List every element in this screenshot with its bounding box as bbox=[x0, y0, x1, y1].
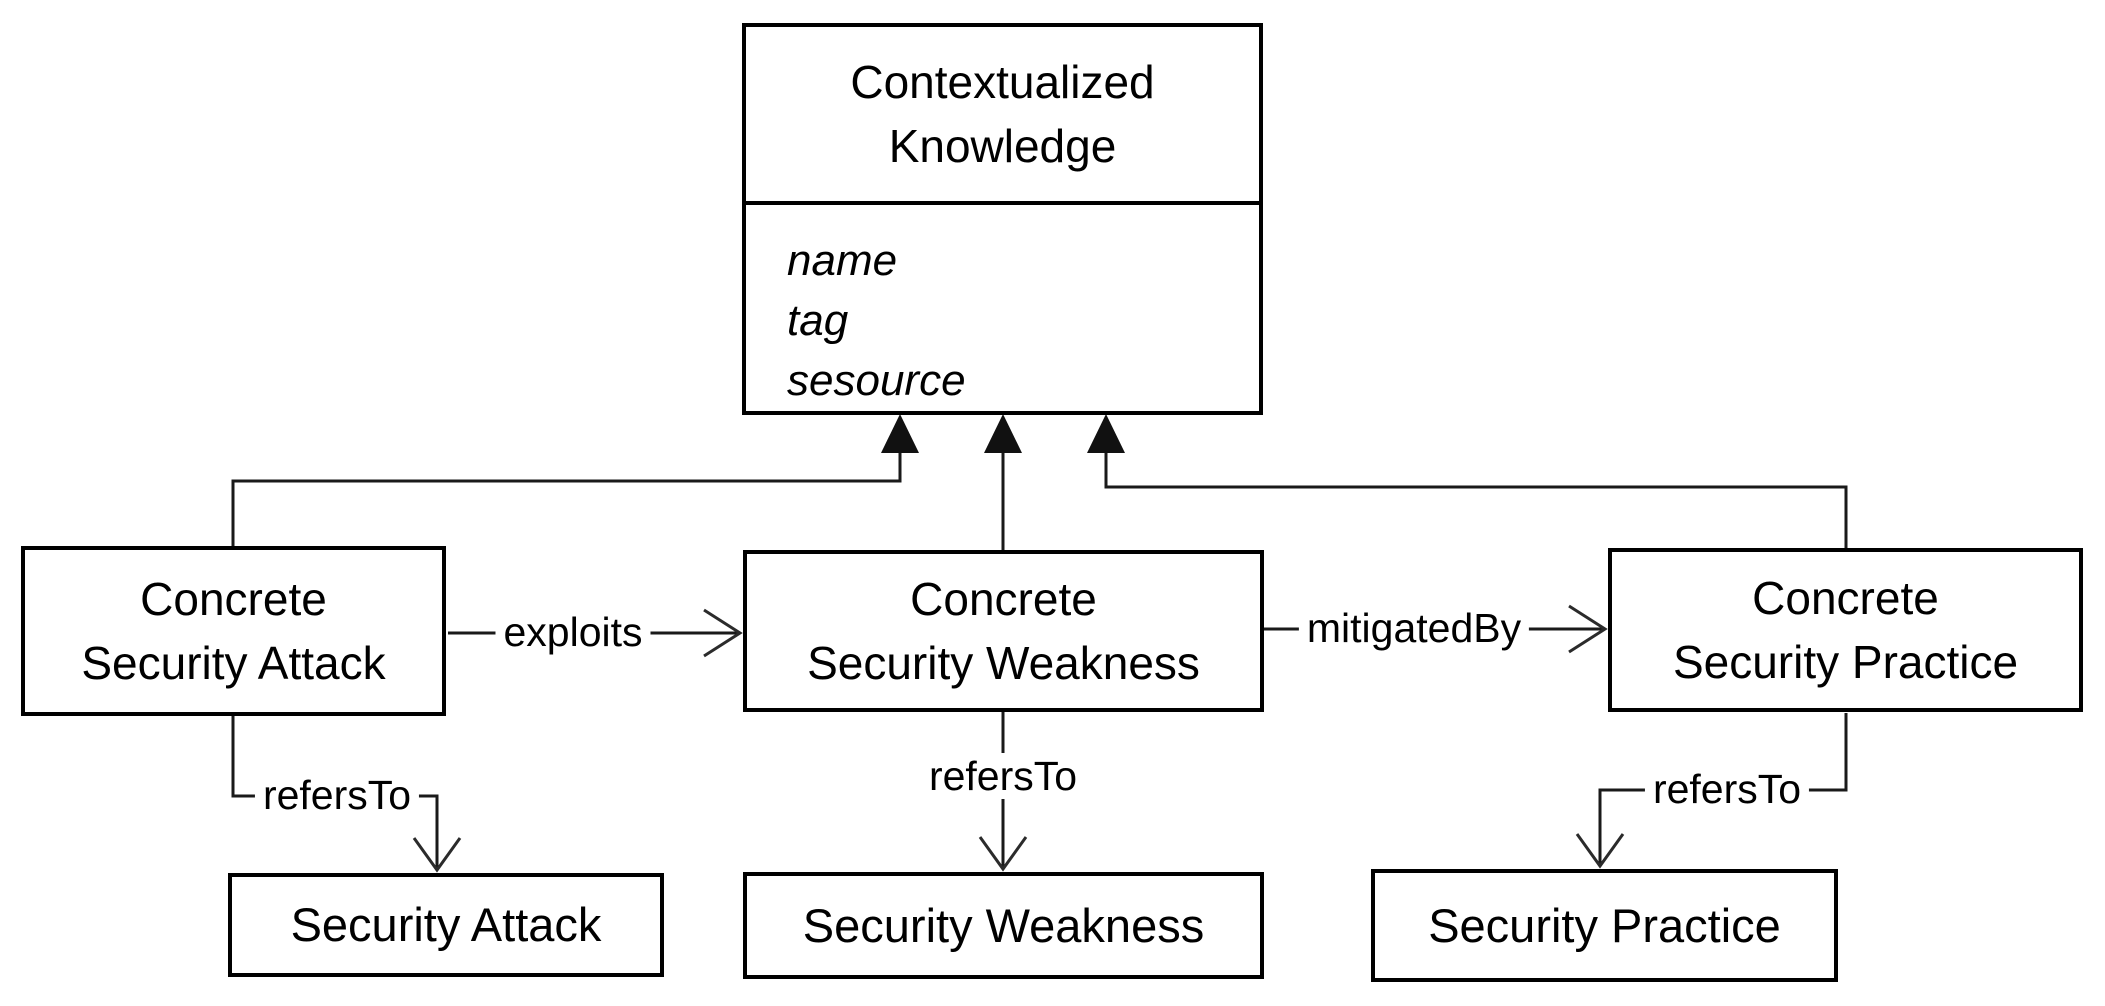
exploits-edge-label: exploits bbox=[495, 609, 651, 655]
class-title-line: Security Attack bbox=[81, 637, 386, 689]
class-title-line: Security Weakness bbox=[807, 637, 1200, 689]
class-title-line: Concrete bbox=[910, 573, 1097, 625]
exploits-arrowhead bbox=[703, 608, 743, 658]
class-concrete-security-practice: Concrete Security Practice bbox=[1608, 548, 2083, 712]
refersto-attack-edge-label: refersTo bbox=[254, 772, 420, 818]
attribute-tag: tag bbox=[787, 296, 849, 345]
class-title-line: Security Attack bbox=[290, 898, 602, 951]
class-title-line: Knowledge bbox=[888, 120, 1117, 172]
class-security-attack: Security Attack bbox=[228, 873, 664, 977]
class-title-compartment: Contextualized Knowledge bbox=[746, 27, 1259, 205]
mitigatedby-arrowhead bbox=[1568, 604, 1608, 654]
class-attributes-compartment: name tag sesource bbox=[746, 205, 1259, 411]
class-security-practice: Security Practice bbox=[1371, 869, 1838, 982]
refersto-practice-edge-label: refersTo bbox=[1644, 766, 1810, 812]
class-title-line: Security Weakness bbox=[802, 898, 1205, 952]
class-title-line: Concrete bbox=[1752, 572, 1939, 624]
class-concrete-security-attack: Concrete Security Attack bbox=[21, 546, 446, 716]
generalization-arrowhead-practice bbox=[1087, 414, 1125, 453]
class-title-line: Concrete bbox=[140, 573, 327, 625]
refersto-weakness-arrowhead bbox=[978, 836, 1028, 872]
class-title-line: Security Practice bbox=[1428, 898, 1781, 952]
class-contextualized-knowledge: Contextualized Knowledge name tag sesour… bbox=[742, 23, 1263, 415]
class-concrete-security-weakness: Concrete Security Weakness bbox=[743, 550, 1264, 712]
class-title-line: Contextualized bbox=[850, 56, 1155, 108]
generalization-arrowhead-attack bbox=[881, 414, 919, 453]
attribute-sesource: sesource bbox=[787, 356, 966, 405]
generalization-edge-attack bbox=[231, 453, 902, 546]
mitigatedby-edge-label: mitigatedBy bbox=[1298, 605, 1530, 651]
refersto-weakness-edge-label: refersTo bbox=[920, 753, 1086, 799]
class-security-weakness: Security Weakness bbox=[743, 872, 1264, 979]
attribute-name: name bbox=[787, 236, 898, 285]
generalization-edge-practice bbox=[1104, 453, 1848, 548]
refersto-attack-arrowhead bbox=[412, 837, 462, 873]
refersto-practice-arrowhead bbox=[1575, 833, 1625, 869]
generalization-arrowhead-weakness bbox=[984, 414, 1022, 453]
class-title-line: Security Practice bbox=[1672, 636, 2019, 688]
